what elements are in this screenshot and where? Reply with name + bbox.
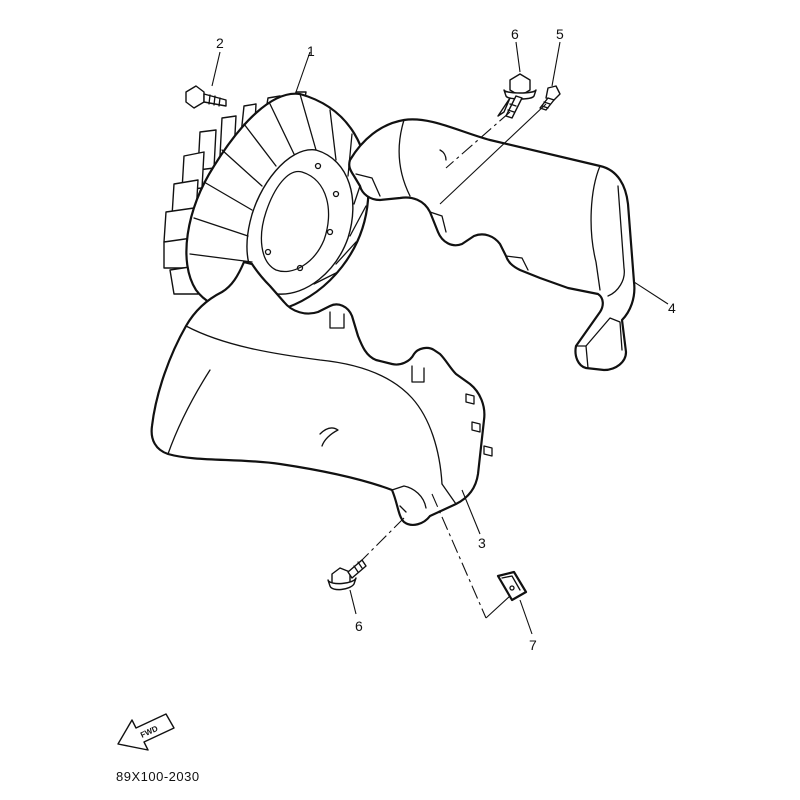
leader-lines bbox=[211, 41, 669, 635]
fan-fins bbox=[163, 91, 307, 295]
callout-6-top: 6 bbox=[511, 26, 519, 42]
fwd-arrow-icon: FWD bbox=[117, 713, 175, 751]
lower-shroud bbox=[150, 260, 493, 526]
clip-part-7 bbox=[496, 570, 528, 602]
callout-4: 4 bbox=[668, 300, 676, 316]
upper-shroud bbox=[348, 118, 636, 372]
diagram-code: 89X100-2030 bbox=[116, 769, 200, 784]
callout-2: 2 bbox=[216, 35, 224, 51]
callout-6-bottom: 6 bbox=[355, 618, 363, 634]
flange-bolt-part-6-bottom bbox=[327, 559, 367, 591]
bolt-part-2 bbox=[185, 85, 227, 109]
callout-1: 1 bbox=[307, 43, 315, 59]
callout-numbers: 2 1 6 5 4 3 6 7 bbox=[216, 26, 676, 653]
callout-3: 3 bbox=[478, 535, 486, 551]
callout-7: 7 bbox=[529, 637, 537, 653]
fan-flywheel bbox=[163, 91, 370, 315]
callout-5: 5 bbox=[556, 26, 564, 42]
flange-bolt-part-6-top bbox=[497, 73, 537, 119]
screw-part-5 bbox=[539, 85, 561, 111]
